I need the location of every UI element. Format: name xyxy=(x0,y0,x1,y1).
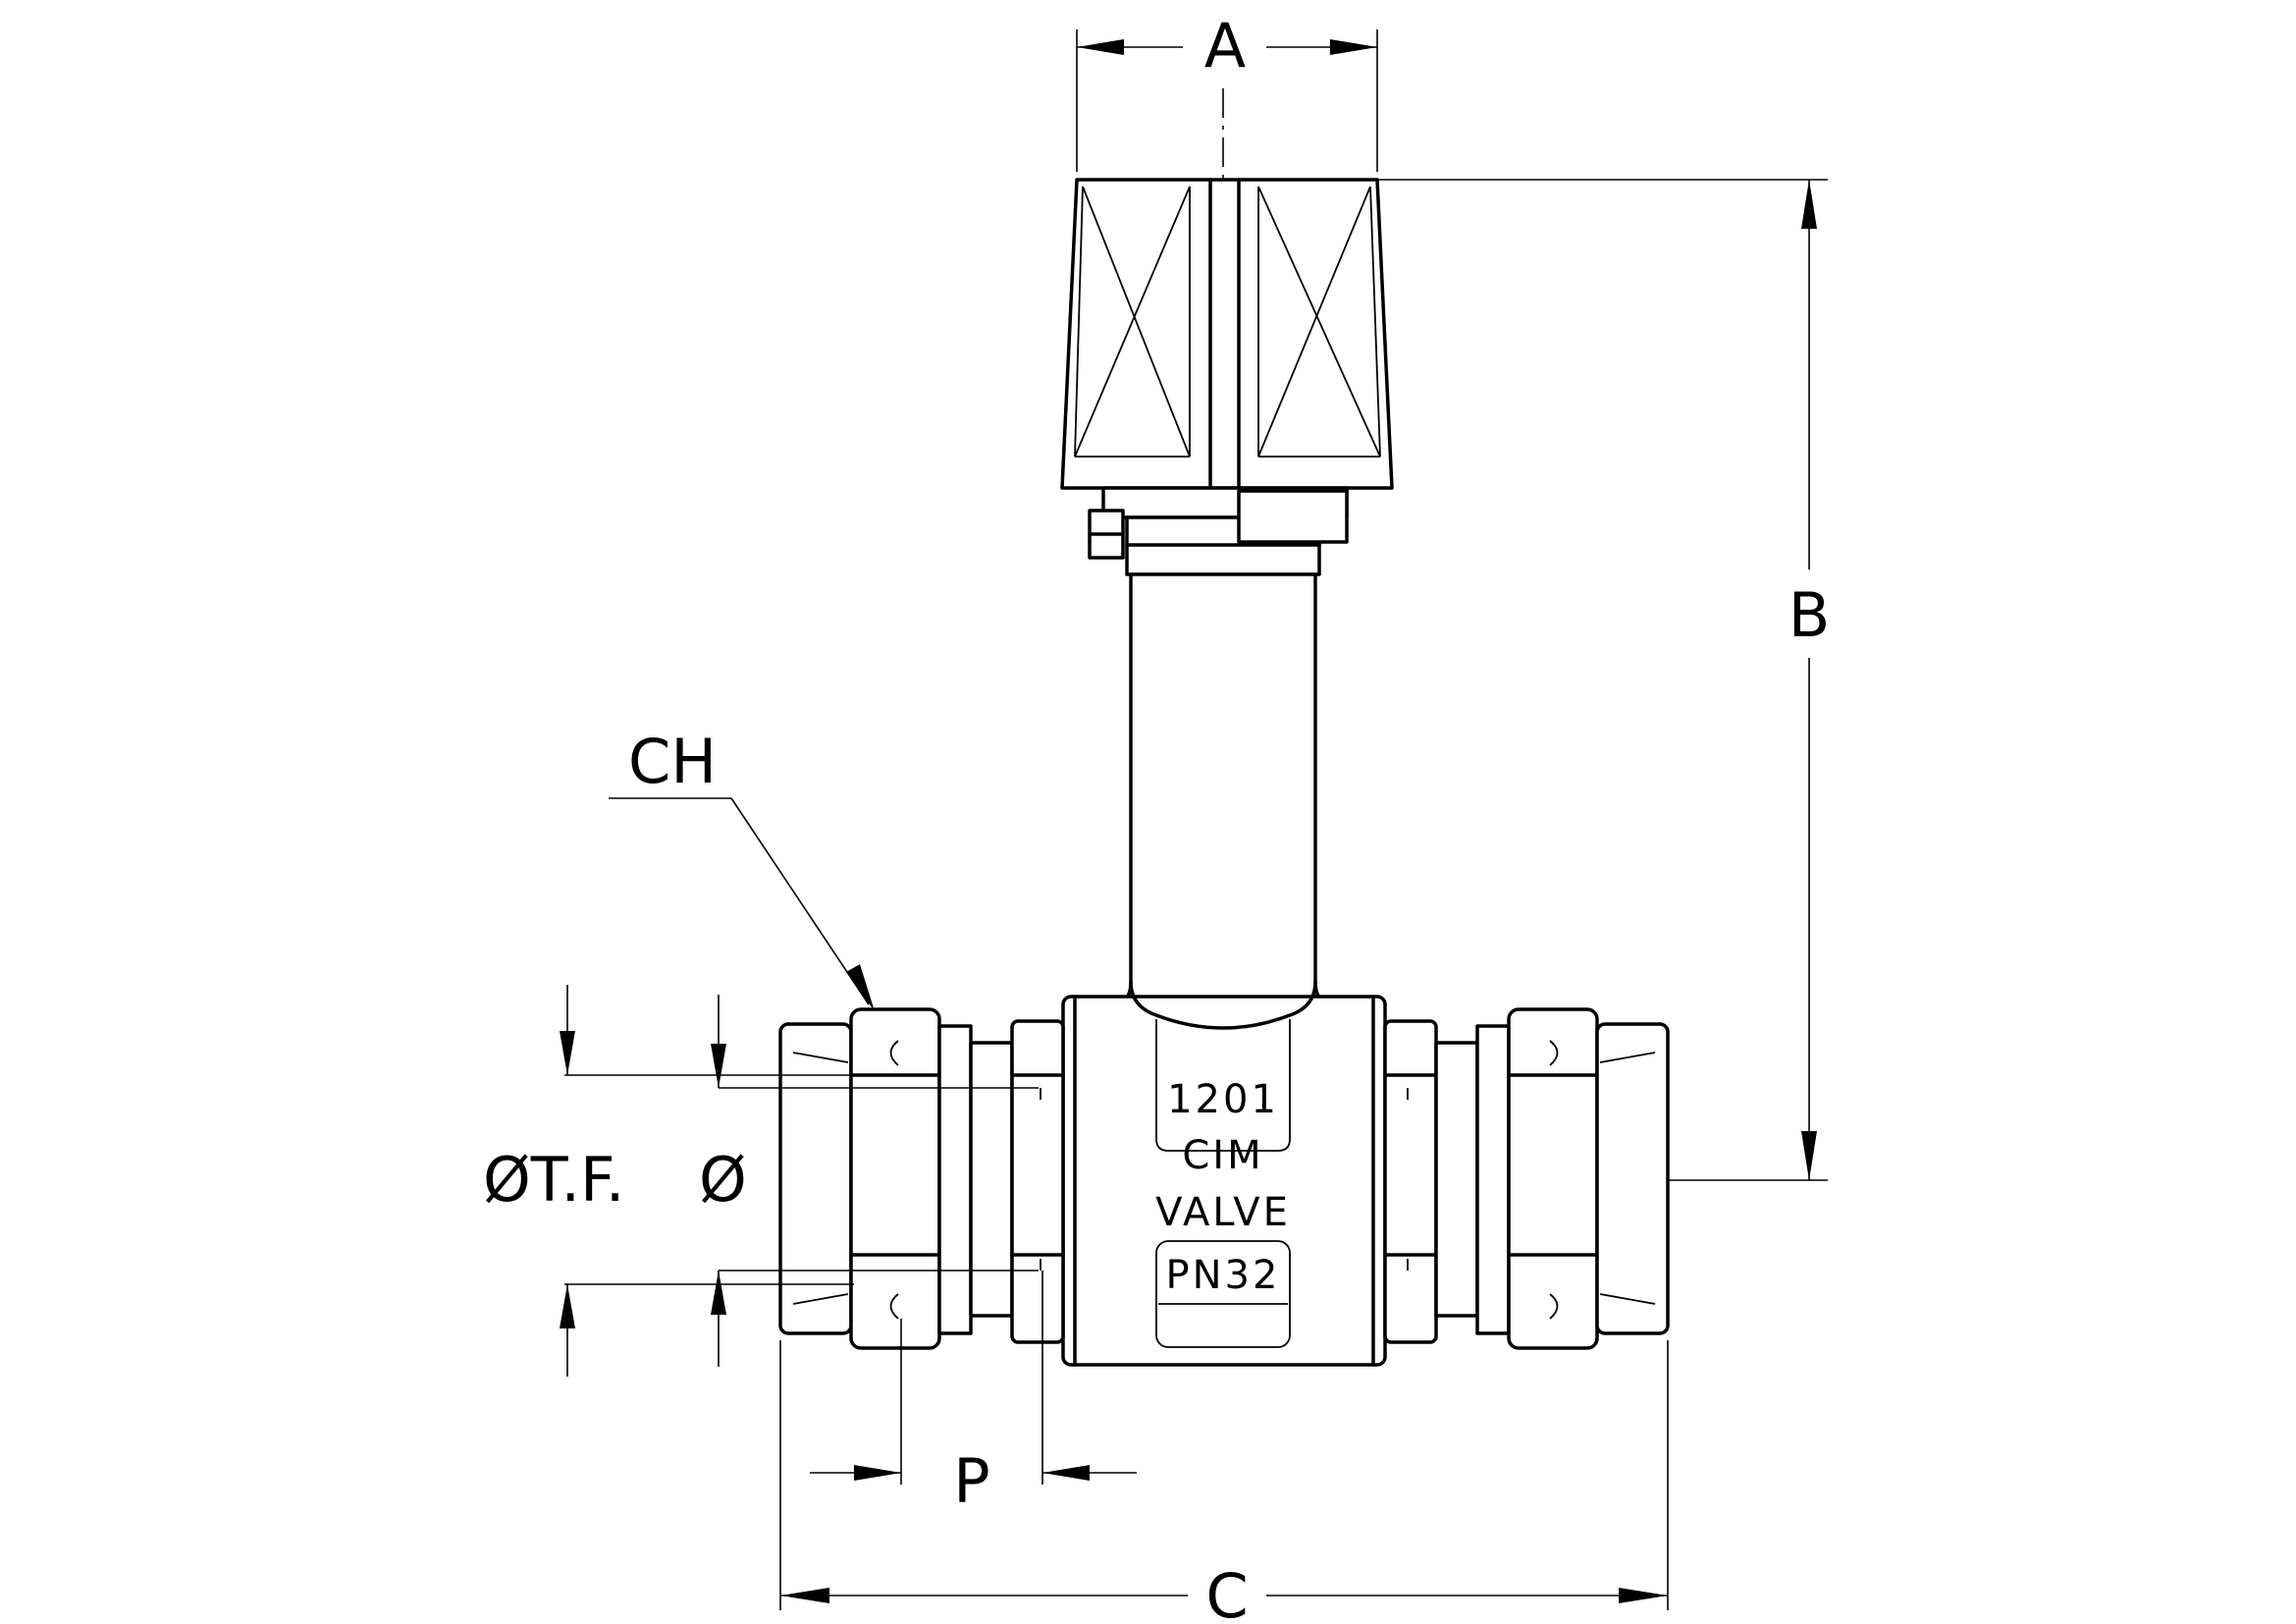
dimension-p-label: P xyxy=(953,1445,989,1517)
left-fitting xyxy=(778,1007,1065,1350)
right-fitting xyxy=(1383,1007,1670,1350)
body-markings: 1201 CIM VALVE PN32 xyxy=(1155,1077,1291,1298)
dimension-ch-label: CH xyxy=(628,726,717,797)
marking-pressure: PN32 xyxy=(1166,1253,1281,1298)
dimension-a-label: A xyxy=(1204,10,1246,81)
marking-type: VALVE xyxy=(1155,1190,1291,1235)
dimension-p: P xyxy=(810,1271,1137,1517)
extension-stem xyxy=(1105,572,1341,1008)
handle-cap xyxy=(1060,178,1394,490)
marking-model: 1201 xyxy=(1167,1077,1279,1122)
dimension-b: B xyxy=(1377,179,1831,1181)
dimension-ch: CH xyxy=(609,726,875,1011)
handle-collar xyxy=(1088,486,1349,576)
dimension-diameters: ØT.F. Ø xyxy=(483,985,1039,1377)
dimension-tf-label: ØT.F. xyxy=(483,1144,624,1216)
dimension-diameter-label: Ø xyxy=(699,1144,747,1216)
dimension-a: A xyxy=(1076,10,1378,172)
dimension-c-label: C xyxy=(1205,1560,1248,1624)
dimension-b-label: B xyxy=(1789,579,1831,651)
marking-brand: CIM xyxy=(1182,1133,1263,1178)
dimension-c: C xyxy=(779,1340,1669,1624)
